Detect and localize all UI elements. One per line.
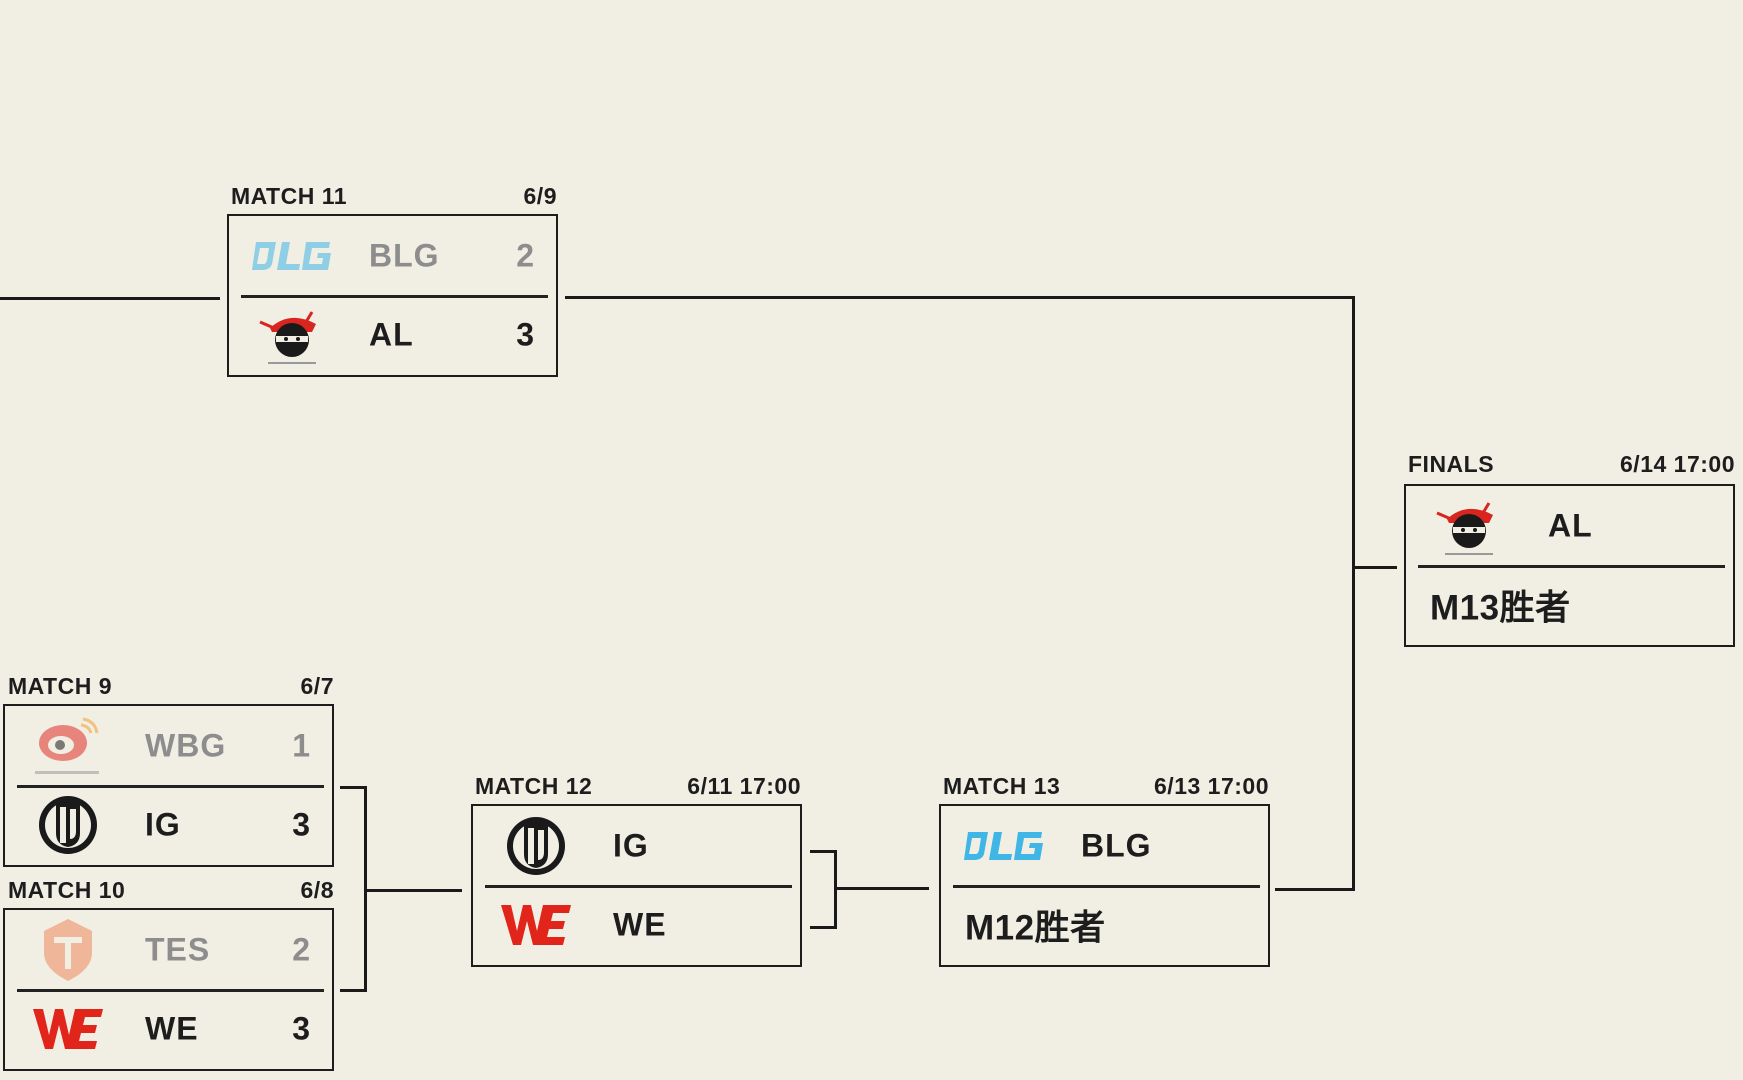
team-name: AL xyxy=(369,316,414,353)
bracket-line xyxy=(340,989,367,992)
tbd-placeholder: M12胜者 xyxy=(965,908,1106,948)
team-name: WE xyxy=(613,906,667,943)
wbg-logo xyxy=(25,714,111,778)
match-13-header: MATCH 13 6/13 17:00 xyxy=(943,773,1269,800)
bracket-line xyxy=(834,887,929,890)
match-date: 6/7 xyxy=(300,673,334,699)
team-row[interactable]: WBG 1 xyxy=(5,706,332,786)
team-row[interactable]: BLG xyxy=(941,806,1268,886)
match-9-card[interactable]: WBG 1 IG 3 xyxy=(3,704,334,867)
finals-header: FINALS 6/14 17:00 xyxy=(1408,451,1735,478)
row-divider xyxy=(241,294,548,298)
connector-line xyxy=(1275,888,1355,891)
team-row[interactable]: TES 2 xyxy=(5,910,332,990)
match-9-header: MATCH 9 6/7 xyxy=(8,673,334,700)
row-divider xyxy=(17,784,324,788)
row-divider xyxy=(1418,564,1725,568)
team-score: 2 xyxy=(516,237,534,274)
team-name: BLG xyxy=(1081,827,1152,864)
team-score: 3 xyxy=(292,1010,310,1047)
blg-logo xyxy=(961,814,1047,878)
match-11-header: MATCH 11 6/9 xyxy=(231,183,557,210)
blg-logo xyxy=(249,224,335,288)
team-name: BLG xyxy=(369,237,440,274)
match-12-card[interactable]: IG WE xyxy=(471,804,802,967)
connector-line xyxy=(1352,296,1355,891)
team-name: IG xyxy=(145,806,181,843)
team-row[interactable]: WE 3 xyxy=(5,990,332,1070)
row-divider xyxy=(17,988,324,992)
al-logo xyxy=(249,303,335,367)
bracket-line xyxy=(364,889,462,892)
finals-card[interactable]: AL M13胜者 xyxy=(1404,484,1735,647)
match-label: MATCH 10 xyxy=(8,877,126,903)
row-divider xyxy=(953,884,1260,888)
team-name: AL xyxy=(1548,507,1593,544)
bracket-line xyxy=(340,786,367,789)
match-label: MATCH 12 xyxy=(475,773,593,799)
match-12-header: MATCH 12 6/11 17:00 xyxy=(475,773,801,800)
team-score: 3 xyxy=(292,806,310,843)
match-10-header: MATCH 10 6/8 xyxy=(8,877,334,904)
team-name: WBG xyxy=(145,727,227,764)
match-13-card[interactable]: BLG M12胜者 xyxy=(939,804,1270,967)
team-row[interactable]: AL xyxy=(1406,486,1733,566)
team-score: 3 xyxy=(516,316,534,353)
team-row[interactable]: M13胜者 xyxy=(1406,566,1733,646)
match-date: 6/9 xyxy=(523,183,557,209)
team-name: IG xyxy=(613,827,649,864)
match-date: 6/14 17:00 xyxy=(1620,451,1735,477)
ig-logo xyxy=(25,793,111,857)
team-row[interactable]: M12胜者 xyxy=(941,886,1268,966)
tbd-placeholder: M13胜者 xyxy=(1430,588,1571,628)
al-logo xyxy=(1426,494,1512,558)
team-score: 2 xyxy=(292,931,310,968)
we-logo xyxy=(25,997,111,1061)
match-label: MATCH 9 xyxy=(8,673,113,699)
connector-line xyxy=(1352,566,1397,569)
match-date: 6/11 17:00 xyxy=(687,773,801,799)
match-10-card[interactable]: TES 2 WE 3 xyxy=(3,908,334,1071)
row-divider xyxy=(485,884,792,888)
ig-logo xyxy=(493,814,579,878)
team-row[interactable]: WE xyxy=(473,886,800,966)
team-row[interactable]: IG xyxy=(473,806,800,886)
team-row[interactable]: BLG 2 xyxy=(229,216,556,296)
team-row[interactable]: IG 3 xyxy=(5,786,332,866)
match-11-card[interactable]: BLG 2 AL 3 xyxy=(227,214,558,377)
team-name: TES xyxy=(145,931,211,968)
match-label: MATCH 11 xyxy=(231,183,348,209)
match-label: MATCH 13 xyxy=(943,773,1061,799)
match-date: 6/8 xyxy=(300,877,334,903)
we-logo xyxy=(493,893,579,957)
match-date: 6/13 17:00 xyxy=(1154,773,1269,799)
match-label: FINALS xyxy=(1408,451,1495,477)
bracket-line xyxy=(810,926,837,929)
team-name: WE xyxy=(145,1010,199,1047)
bracket-line xyxy=(810,850,837,853)
team-row[interactable]: AL 3 xyxy=(229,296,556,376)
tes-logo xyxy=(25,918,111,982)
team-score: 1 xyxy=(292,727,310,764)
connector-line xyxy=(0,297,220,300)
connector-line xyxy=(565,296,1355,299)
